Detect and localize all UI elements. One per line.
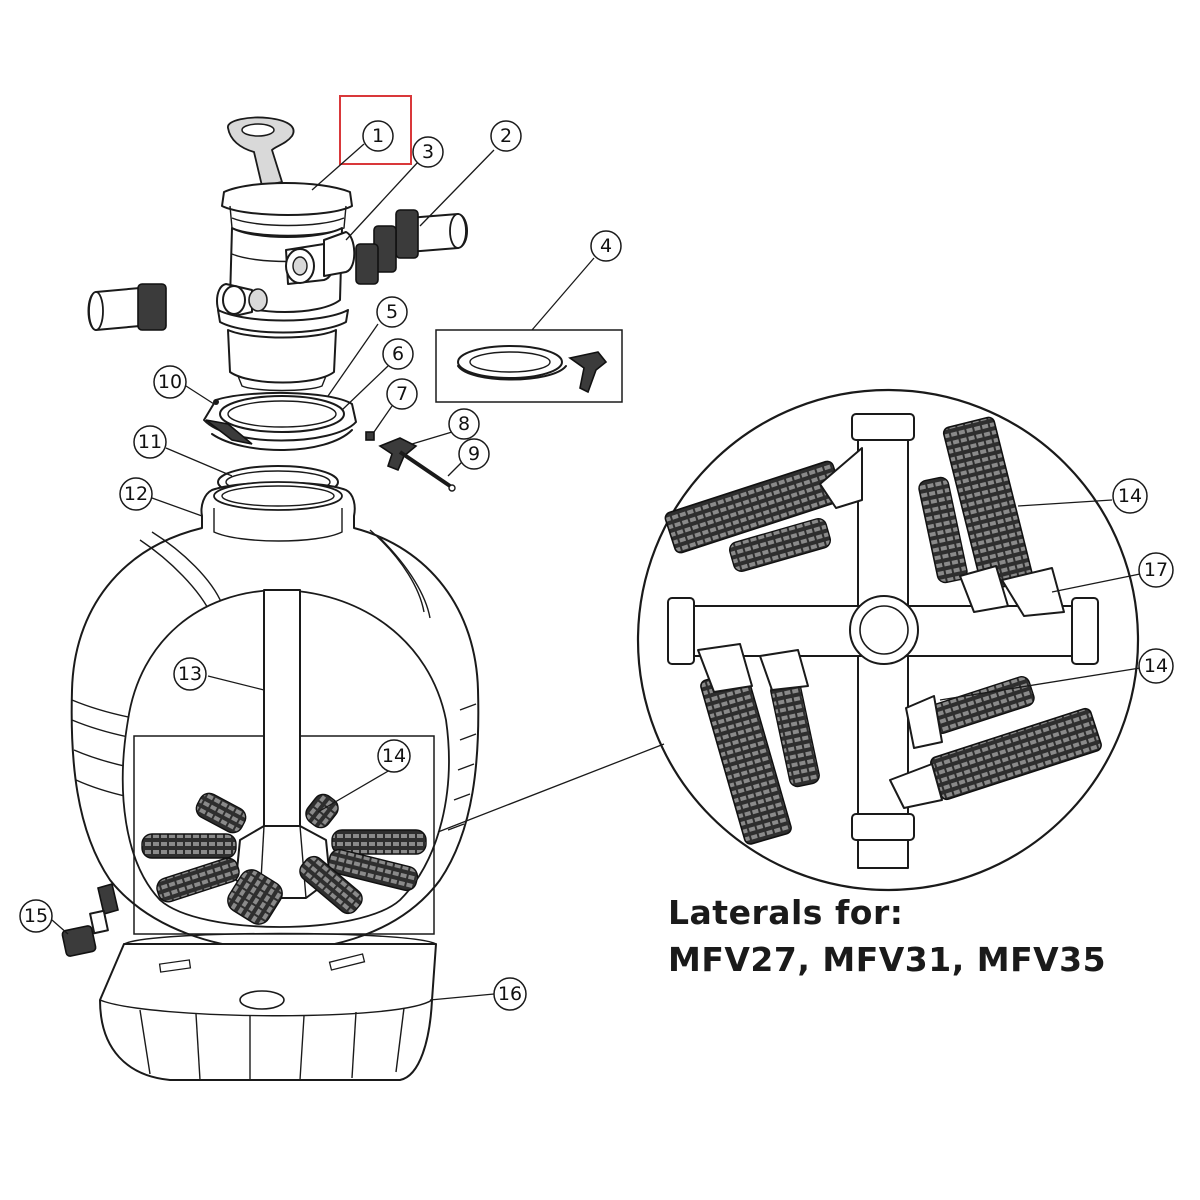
svg-text:12: 12: [124, 483, 148, 505]
svg-text:3: 3: [422, 141, 434, 163]
callout-3: 3: [412, 136, 444, 168]
clamp-detail: [435, 329, 623, 403]
svg-text:2: 2: [500, 125, 512, 147]
callout-14-upper: 14: [1112, 478, 1148, 514]
callout-14-lower: 14: [1138, 648, 1174, 684]
svg-text:13: 13: [178, 663, 202, 685]
callout-16: 16: [493, 977, 527, 1011]
callout-6: 6: [382, 338, 414, 370]
callout-12: 12: [119, 477, 153, 511]
highlight-box: [339, 95, 412, 165]
svg-text:5: 5: [386, 301, 398, 323]
union-fitting-left: [87, 283, 167, 331]
callout-7: 7: [386, 378, 418, 410]
svg-text:1: 1: [372, 125, 384, 147]
callout-1: 1: [362, 120, 394, 152]
svg-text:16: 16: [498, 983, 522, 1005]
callout-13: 13: [173, 657, 207, 691]
laterals-detail: [437, 388, 1140, 892]
callout-11: 11: [133, 425, 167, 459]
filter-base: [99, 932, 437, 1081]
svg-text:4: 4: [600, 235, 612, 257]
svg-text:14: 14: [382, 745, 406, 767]
svg-text:15: 15: [24, 905, 48, 927]
svg-text:14: 14: [1118, 485, 1142, 507]
svg-text:11: 11: [138, 431, 162, 453]
caption-model-list: MFV27, MFV31, MFV35: [668, 940, 1107, 979]
callout-4: 4: [590, 230, 622, 262]
svg-text:9: 9: [468, 443, 480, 465]
svg-text:7: 7: [396, 383, 408, 405]
valve-clamp-assembly: [203, 391, 357, 452]
svg-text:8: 8: [458, 413, 470, 435]
clamp-knob-bolt: [365, 431, 456, 492]
multiport-valve: [216, 116, 356, 392]
svg-text:6: 6: [392, 343, 404, 365]
callout-8: 8: [448, 408, 480, 440]
callout-10: 10: [153, 365, 187, 399]
svg-text:14: 14: [1144, 655, 1168, 677]
callout-15: 15: [19, 899, 53, 933]
union-fitting-right: [355, 209, 468, 285]
drain-plug: [61, 909, 109, 957]
callout-2: 2: [490, 120, 522, 152]
callout-14-window: 14: [377, 739, 411, 773]
svg-text:17: 17: [1144, 559, 1168, 581]
callout-17: 17: [1138, 552, 1174, 588]
callout-9: 9: [458, 438, 490, 470]
callout-leaders: [51, 143, 1141, 1001]
caption-laterals-for: Laterals for:: [668, 893, 904, 932]
callout-5: 5: [376, 296, 408, 328]
svg-text:10: 10: [158, 371, 182, 393]
